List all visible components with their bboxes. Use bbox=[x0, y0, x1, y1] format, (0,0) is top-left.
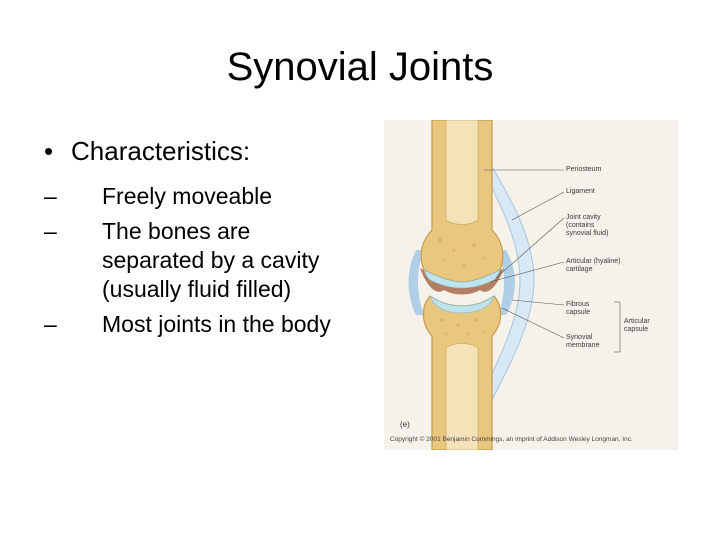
bullet-list: • Characteristics: – Freely moveable – T… bbox=[44, 134, 344, 339]
synovial-joint-figure: Periosteum Ligament Joint cavity (contai… bbox=[384, 120, 678, 450]
bullet-characteristics: • Characteristics: bbox=[44, 134, 344, 168]
label-ligament: Ligament bbox=[566, 188, 595, 195]
label-fibrous-capsule-line1: Fibrous bbox=[566, 301, 590, 308]
spongy-bone-texture bbox=[438, 238, 486, 336]
upper-marrow-cavity bbox=[445, 120, 479, 225]
label-articular-capsule-line1: Articular bbox=[624, 318, 650, 325]
fibrous-capsule-left bbox=[408, 250, 424, 315]
sub-bullet-most-joints: – Most joints in the body bbox=[44, 310, 344, 339]
lower-cartilage bbox=[429, 295, 495, 314]
sub-bullet-dash: – bbox=[44, 183, 57, 209]
sub-bullet-text: The bones are separated by a cavity (usu… bbox=[102, 218, 320, 302]
figure-credit: Copyright © 2001 Benjamin Cummings, an i… bbox=[390, 436, 633, 443]
lower-marrow-cavity bbox=[445, 343, 479, 450]
bullet-dot: • bbox=[44, 136, 54, 166]
sub-bullet-separated-by-cavity: – The bones are separated by a cavity (u… bbox=[44, 217, 344, 304]
sub-bullet-dash: – bbox=[44, 311, 57, 337]
sub-bullet-freely-moveable: – Freely moveable bbox=[44, 182, 344, 211]
sub-bullet-text: Most joints in the body bbox=[102, 311, 331, 337]
label-joint-cavity-line3: synovial fluid) bbox=[566, 230, 609, 237]
joint-illustration bbox=[408, 120, 621, 450]
slide-title: Synovial Joints bbox=[226, 45, 494, 89]
bullet-text: Characteristics: bbox=[71, 136, 251, 166]
upper-cartilage bbox=[423, 269, 501, 289]
sub-bullet-dash: – bbox=[44, 218, 57, 244]
label-synovial-membrane-line2: membrane bbox=[566, 342, 600, 349]
leader-lines bbox=[484, 169, 621, 353]
fibrous-capsule-right bbox=[498, 250, 515, 315]
label-articular-cartilage-line2: cartilage bbox=[566, 266, 593, 273]
label-joint-cavity-line2: (contains bbox=[566, 222, 595, 229]
label-articular-capsule-line2: capsule bbox=[624, 326, 649, 333]
label-fibrous-capsule-line2: capsule bbox=[566, 309, 591, 316]
label-joint-cavity-line1: Joint cavity bbox=[566, 214, 601, 221]
label-articular-cartilage-line1: Articular (hyaline) bbox=[566, 258, 621, 265]
sub-bullet-text: Freely moveable bbox=[102, 183, 273, 209]
joint-cavity bbox=[420, 268, 504, 295]
label-periosteum: Periosteum bbox=[566, 166, 602, 173]
label-synovial-membrane-line1: Synovial bbox=[566, 334, 593, 341]
figure-part-letter: (e) bbox=[400, 420, 410, 429]
